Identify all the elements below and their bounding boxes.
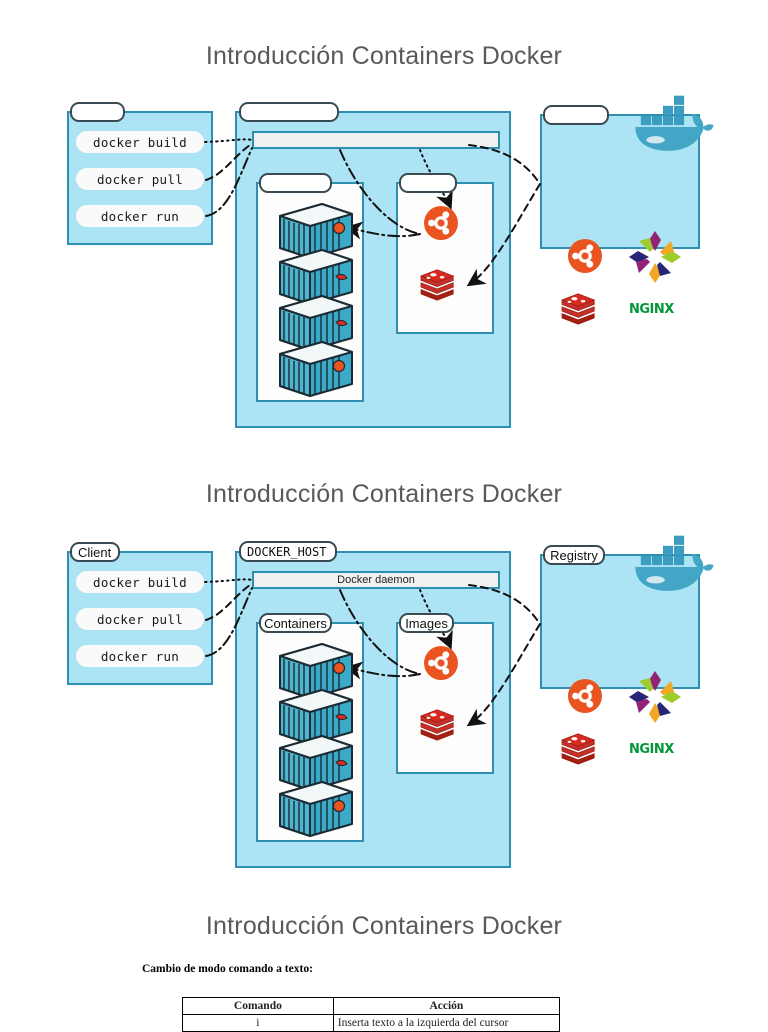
docker-host-panel-label-2: DOCKER_HOST bbox=[239, 541, 337, 562]
commands-table: Comando Acción i Inserta texto a la izqu… bbox=[182, 997, 561, 1032]
registry-nginx-wordmark-2: NGINX bbox=[629, 742, 674, 757]
page-title-3: Introducción Containers Docker bbox=[205, 912, 563, 940]
images-panel-2 bbox=[396, 622, 494, 774]
table-cell-accion: Inserta texto a la izquierda del cursor bbox=[332, 1014, 561, 1032]
containers-panel-label-2: Containers bbox=[259, 613, 332, 633]
registry-redis-logo bbox=[561, 733, 595, 765]
registry-panel-2 bbox=[540, 554, 700, 689]
registry-nginx-wordmark-1: NGINX bbox=[629, 302, 674, 317]
docker-daemon-bar-1 bbox=[252, 131, 500, 149]
docker-host-panel-label-1 bbox=[239, 102, 339, 122]
registry-panel-label-2: Registry bbox=[543, 545, 605, 565]
command-docker-pull-2[interactable]: docker pull bbox=[76, 608, 204, 630]
document-heading: Cambio de modo comando a texto: bbox=[142, 963, 313, 975]
command-docker-build-1[interactable]: docker build bbox=[76, 131, 204, 153]
docker-daemon-bar-2: Docker daemon bbox=[252, 571, 500, 589]
images-panel-1 bbox=[396, 182, 494, 334]
table-header-row: Comando Acción bbox=[182, 997, 561, 1015]
slide-3: Introducción Containers Docker Cambio de… bbox=[0, 900, 768, 1032]
containers-panel-2 bbox=[256, 622, 364, 842]
images-panel-label-1 bbox=[399, 173, 457, 193]
command-docker-build-2[interactable]: docker build bbox=[76, 571, 204, 593]
containers-panel-1 bbox=[256, 182, 364, 402]
page-title-1: Introducción Containers Docker bbox=[205, 42, 563, 70]
client-panel-label-2: Client bbox=[70, 542, 120, 562]
images-panel-label-2: Images bbox=[399, 613, 454, 633]
client-panel-label-1 bbox=[70, 102, 125, 122]
command-docker-run-2[interactable]: docker run bbox=[76, 645, 204, 667]
table-row: i Inserta texto a la izquierda del curso… bbox=[182, 1014, 561, 1032]
table-header-accion: Acción bbox=[332, 997, 561, 1015]
docker-architecture-diagram-1: docker build docker pull docker run bbox=[0, 88, 768, 448]
registry-panel-1 bbox=[540, 114, 700, 249]
containers-panel-label-1 bbox=[259, 173, 332, 193]
registry-redis-logo bbox=[561, 293, 595, 325]
command-docker-pull-1[interactable]: docker pull bbox=[76, 168, 204, 190]
docker-architecture-diagram-2: Client docker build docker pull docker r… bbox=[0, 528, 768, 888]
table-header-comando: Comando bbox=[182, 997, 334, 1015]
command-docker-run-1[interactable]: docker run bbox=[76, 205, 204, 227]
registry-panel-label-1 bbox=[543, 105, 609, 125]
page-title-2: Introducción Containers Docker bbox=[205, 480, 563, 508]
table-cell-comando: i bbox=[182, 1014, 334, 1032]
